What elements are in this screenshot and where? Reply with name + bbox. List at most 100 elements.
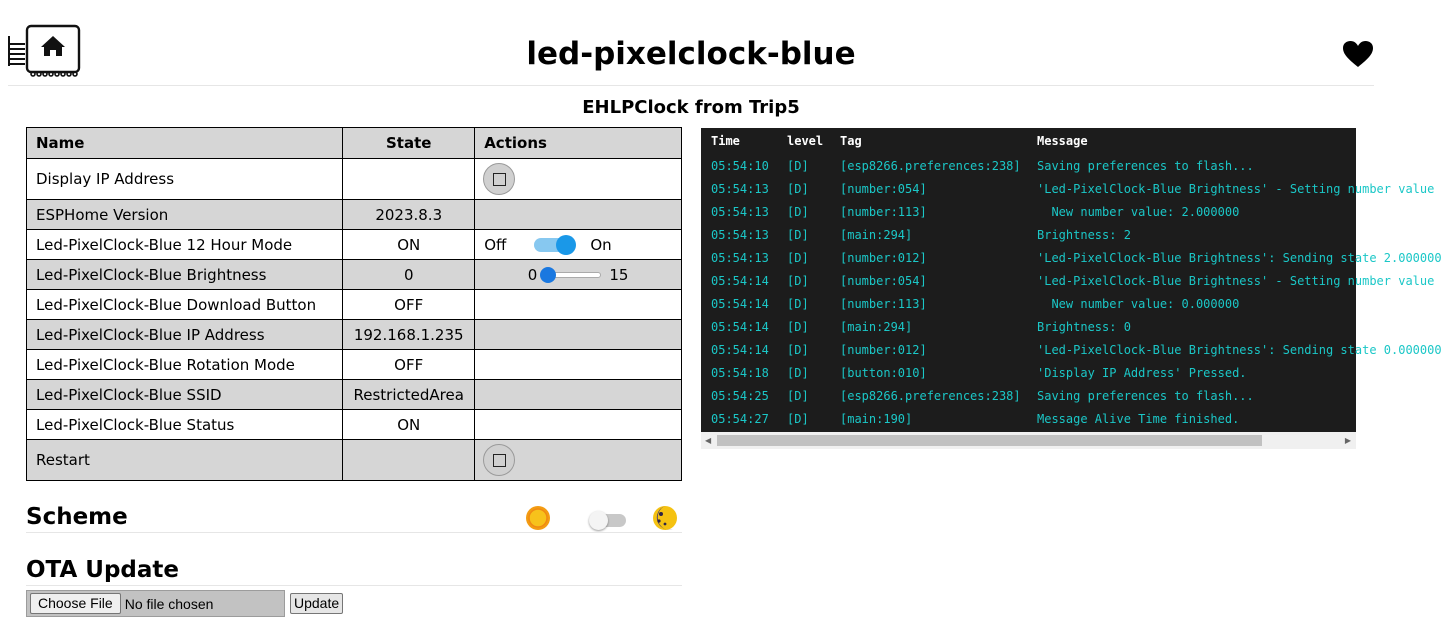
heart-icon[interactable] [1342,40,1374,68]
moon-icon [653,506,677,530]
entity-actions [474,199,682,230]
log-time: 05:54:13 [711,182,769,196]
log-message: New number value: 0.000000 [1037,297,1240,311]
entity-actions [474,319,682,350]
log-message-header: Message [1037,134,1088,148]
log-message: 'Display IP Address' Pressed. [1037,366,1247,380]
log-level: [D] [787,159,809,173]
log-level: [D] [787,251,809,265]
entity-actions: 0 15 [474,259,682,290]
log-time: 05:54:14 [711,274,769,288]
scroll-left-icon[interactable]: ◀ [705,436,712,445]
header-divider [8,85,1374,86]
log-tag: [esp8266.preferences:238] [840,159,1021,173]
entity-state: OFF [342,289,476,320]
toggle-knob [556,234,577,255]
entity-name: Led-PixelClock-Blue Rotation Mode [25,349,344,380]
log-tag: [main:190] [840,412,913,426]
update-button[interactable]: Update [290,593,344,614]
12-hour-mode-toggle[interactable] [534,234,577,255]
entity-actions [474,439,682,481]
entity-actions [474,158,682,200]
entity-name: Display IP Address [25,158,344,200]
entity-name: Led-PixelClock-Blue Status [25,409,344,440]
log-horizontal-scrollbar[interactable]: ◀ ▶ [701,432,1356,449]
restart-button[interactable] [483,444,516,476]
log-tag: [number:113] [840,205,927,219]
table-row: Display IP Address [25,158,682,200]
actions-column-header: Actions [474,127,682,159]
state-column-header: State [342,127,476,159]
table-row: Led-PixelClock-Blue IP Address 192.168.1… [25,319,682,350]
table-row: Led-PixelClock-Blue Rotation Mode OFF [25,349,682,380]
toggle-knob [589,511,608,530]
log-tag: [number:054] [840,182,927,196]
log-level: [D] [787,366,809,380]
switch-on-label: On [590,235,612,254]
switch-off-label: Off [484,235,507,254]
chip-home-icon[interactable] [8,22,82,78]
log-time: 05:54:10 [711,159,769,173]
log-level: [D] [787,274,809,288]
log-tag: [esp8266.preferences:238] [840,389,1021,403]
entity-actions [474,379,682,410]
entity-state: ON [342,409,476,440]
slider-thumb[interactable] [540,266,557,283]
brightness-slider[interactable] [540,266,602,283]
log-level: [D] [787,320,809,334]
log-time-header: Time [711,134,740,148]
slider-min-label: 0 [527,265,538,284]
log-message: New number value: 2.000000 [1037,205,1240,219]
name-column-header: Name [25,127,344,159]
entity-state: 2023.8.3 [342,199,476,230]
log-time: 05:54:14 [711,297,769,311]
log-level-header: level [787,134,824,148]
table-row: Led-PixelClock-Blue Status ON [25,409,682,440]
log-tag-header: Tag [840,134,862,148]
log-level: [D] [787,228,809,242]
table-row: Led-PixelClock-Blue SSID RestrictedArea [25,379,682,410]
log-message: 'Led-PixelClock-Blue Brightness': Sendin… [1037,343,1442,357]
entity-state [342,439,476,481]
log-message: Saving preferences to flash... [1037,389,1254,403]
file-status-text: No file chosen [124,595,214,612]
entity-state: RestrictedArea [342,379,476,410]
log-level: [D] [787,343,809,357]
choose-file-button[interactable]: Choose File [30,593,121,614]
entity-state [342,158,476,200]
entity-name: Restart [25,439,344,481]
entity-name: ESPHome Version [25,199,344,230]
log-time: 05:54:14 [711,343,769,357]
ota-divider [26,585,682,586]
page-subtitle: EHLPClock from Trip5 [582,97,800,118]
scheme-heading: Scheme [26,504,128,530]
table-row: ESPHome Version 2023.8.3 [25,199,682,230]
log-time: 05:54:27 [711,412,769,426]
table-row: Led-PixelClock-Blue Download Button OFF [25,289,682,320]
sun-icon [526,506,550,530]
scroll-right-icon[interactable]: ▶ [1344,436,1351,445]
log-tag: [number:054] [840,274,927,288]
entity-actions [474,289,682,320]
log-message: Brightness: 0 [1037,320,1131,334]
log-time: 05:54:25 [711,389,769,403]
log-time: 05:54:14 [711,320,769,334]
log-panel[interactable]: Time level Tag Message 05:54:10 [D] [esp82… [701,128,1442,432]
firmware-file-input[interactable]: Choose File No file chosen [26,590,285,617]
log-level: [D] [787,205,809,219]
display-ip-press-button[interactable] [483,163,516,195]
entity-table: Name State Actions Display IP Address ES… [25,127,682,481]
table-header-row: Name State Actions [25,127,682,159]
dark-mode-toggle[interactable] [589,511,626,530]
log-time: 05:54:18 [711,366,769,380]
table-row: Restart [25,439,682,481]
entity-state: OFF [342,349,476,380]
log-message: Message Alive Time finished. [1037,412,1240,426]
scheme-divider [26,532,682,533]
log-message: Saving preferences to flash... [1037,159,1254,173]
log-message: 'Led-PixelClock-Blue Brightness' - Setti… [1037,182,1435,196]
entity-state: 0 [342,259,476,290]
log-message: 'Led-PixelClock-Blue Brightness': Sendin… [1037,251,1442,265]
scrollbar-thumb[interactable] [717,435,1262,446]
square-icon [492,453,506,467]
